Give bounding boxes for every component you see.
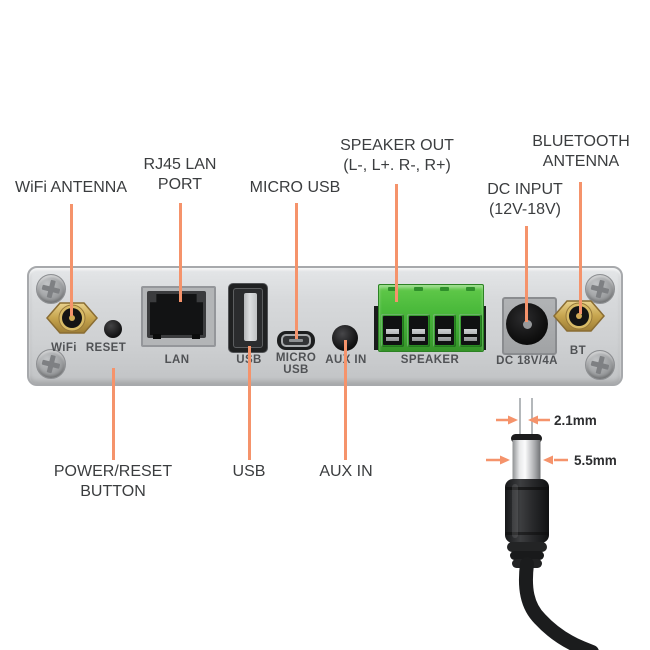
arrowhead-icon: [528, 415, 538, 425]
leader-speaker-out: [394, 184, 398, 302]
leader-aux-bottom: [343, 340, 347, 460]
label-inner-diameter: 2.1mm: [554, 413, 597, 428]
leader-usb-bottom: [247, 346, 251, 460]
lan-port-cavity: [150, 294, 203, 335]
plug-body-sheen: [512, 484, 518, 538]
bluetooth-antenna-connector: [553, 300, 605, 332]
leader-micro-usb: [294, 203, 298, 339]
speaker-terminal-rail-left: [374, 306, 380, 350]
panel-label-lan: LAN: [164, 354, 190, 366]
callout-wifi-antenna: WiFi ANTENNA: [15, 179, 127, 196]
panel-label-bt: BT: [569, 345, 587, 357]
plug-body: [505, 479, 549, 543]
leader-wifi-antenna: [69, 204, 73, 316]
usb-port-tongue: [244, 293, 257, 341]
leader-dc-input: [524, 226, 528, 322]
speaker-screw-slot: [388, 287, 397, 291]
panel-label-reset: RESET: [85, 342, 127, 354]
callout-speaker-out: SPEAKER OUT (L-, L+. R-, R+): [340, 137, 454, 174]
plug-body-groove: [505, 532, 549, 535]
label-outer-diameter: 5.5mm: [574, 453, 617, 468]
screw-top-right-icon: [585, 274, 615, 304]
panel-label-wifi: WiFi: [51, 342, 77, 354]
arrowhead-icon: [508, 415, 518, 425]
callout-micro-usb: MICRO USB: [249, 179, 341, 196]
arrowhead-icon: [500, 455, 510, 465]
speaker-terminal-block: [378, 284, 484, 352]
leader-bluetooth: [578, 182, 582, 314]
arrowhead-icon: [543, 455, 553, 465]
speaker-terminal-cell: [433, 314, 456, 347]
callout-usb: USB: [232, 463, 266, 480]
panel-label-micro-usb: MICRO USB: [275, 352, 317, 376]
screw-top-left-icon: [36, 274, 66, 304]
screw-bottom-left-icon: [36, 349, 66, 379]
wifi-antenna-connector: [46, 302, 98, 334]
panel-label-dc: DC 18V/4A: [496, 355, 558, 367]
callout-bluetooth-antenna: BLUETOOTH ANTENNA: [532, 133, 630, 170]
micro-usb-pins: [289, 339, 303, 342]
speaker-terminal-cell: [459, 314, 482, 347]
reset-button: [104, 320, 122, 338]
plug-cable: [518, 557, 599, 650]
plug-body-groove: [505, 487, 549, 490]
panel-label-speaker: SPEAKER: [400, 354, 460, 366]
callout-power-reset-button: POWER/RESET BUTTON: [53, 463, 173, 500]
strain-relief-rib: [510, 551, 544, 560]
screw-bottom-right-icon: [585, 350, 615, 380]
speaker-screw-slot: [440, 287, 449, 291]
dc-input-pin: [523, 320, 532, 329]
callout-dc-input: DC INPUT (12V-18V): [487, 181, 563, 218]
speaker-screw-slot: [414, 287, 423, 291]
strain-relief-rib: [507, 542, 547, 552]
lan-port-foot: [192, 334, 200, 339]
plug-metal-barrel: [512, 440, 541, 480]
callout-rj45-lan-port: RJ45 LAN PORT: [143, 156, 217, 193]
leader-rj45-lan: [178, 203, 182, 302]
dc-plug-detail: 2.1mm 5.5mm: [486, 398, 617, 650]
speaker-terminal-cell: [381, 314, 404, 347]
speaker-screw-slot: [466, 287, 475, 291]
speaker-terminal-cell: [407, 314, 430, 347]
callout-aux-in: AUX IN: [319, 463, 373, 480]
leader-power-reset: [111, 368, 115, 460]
lan-port-foot: [153, 334, 161, 339]
